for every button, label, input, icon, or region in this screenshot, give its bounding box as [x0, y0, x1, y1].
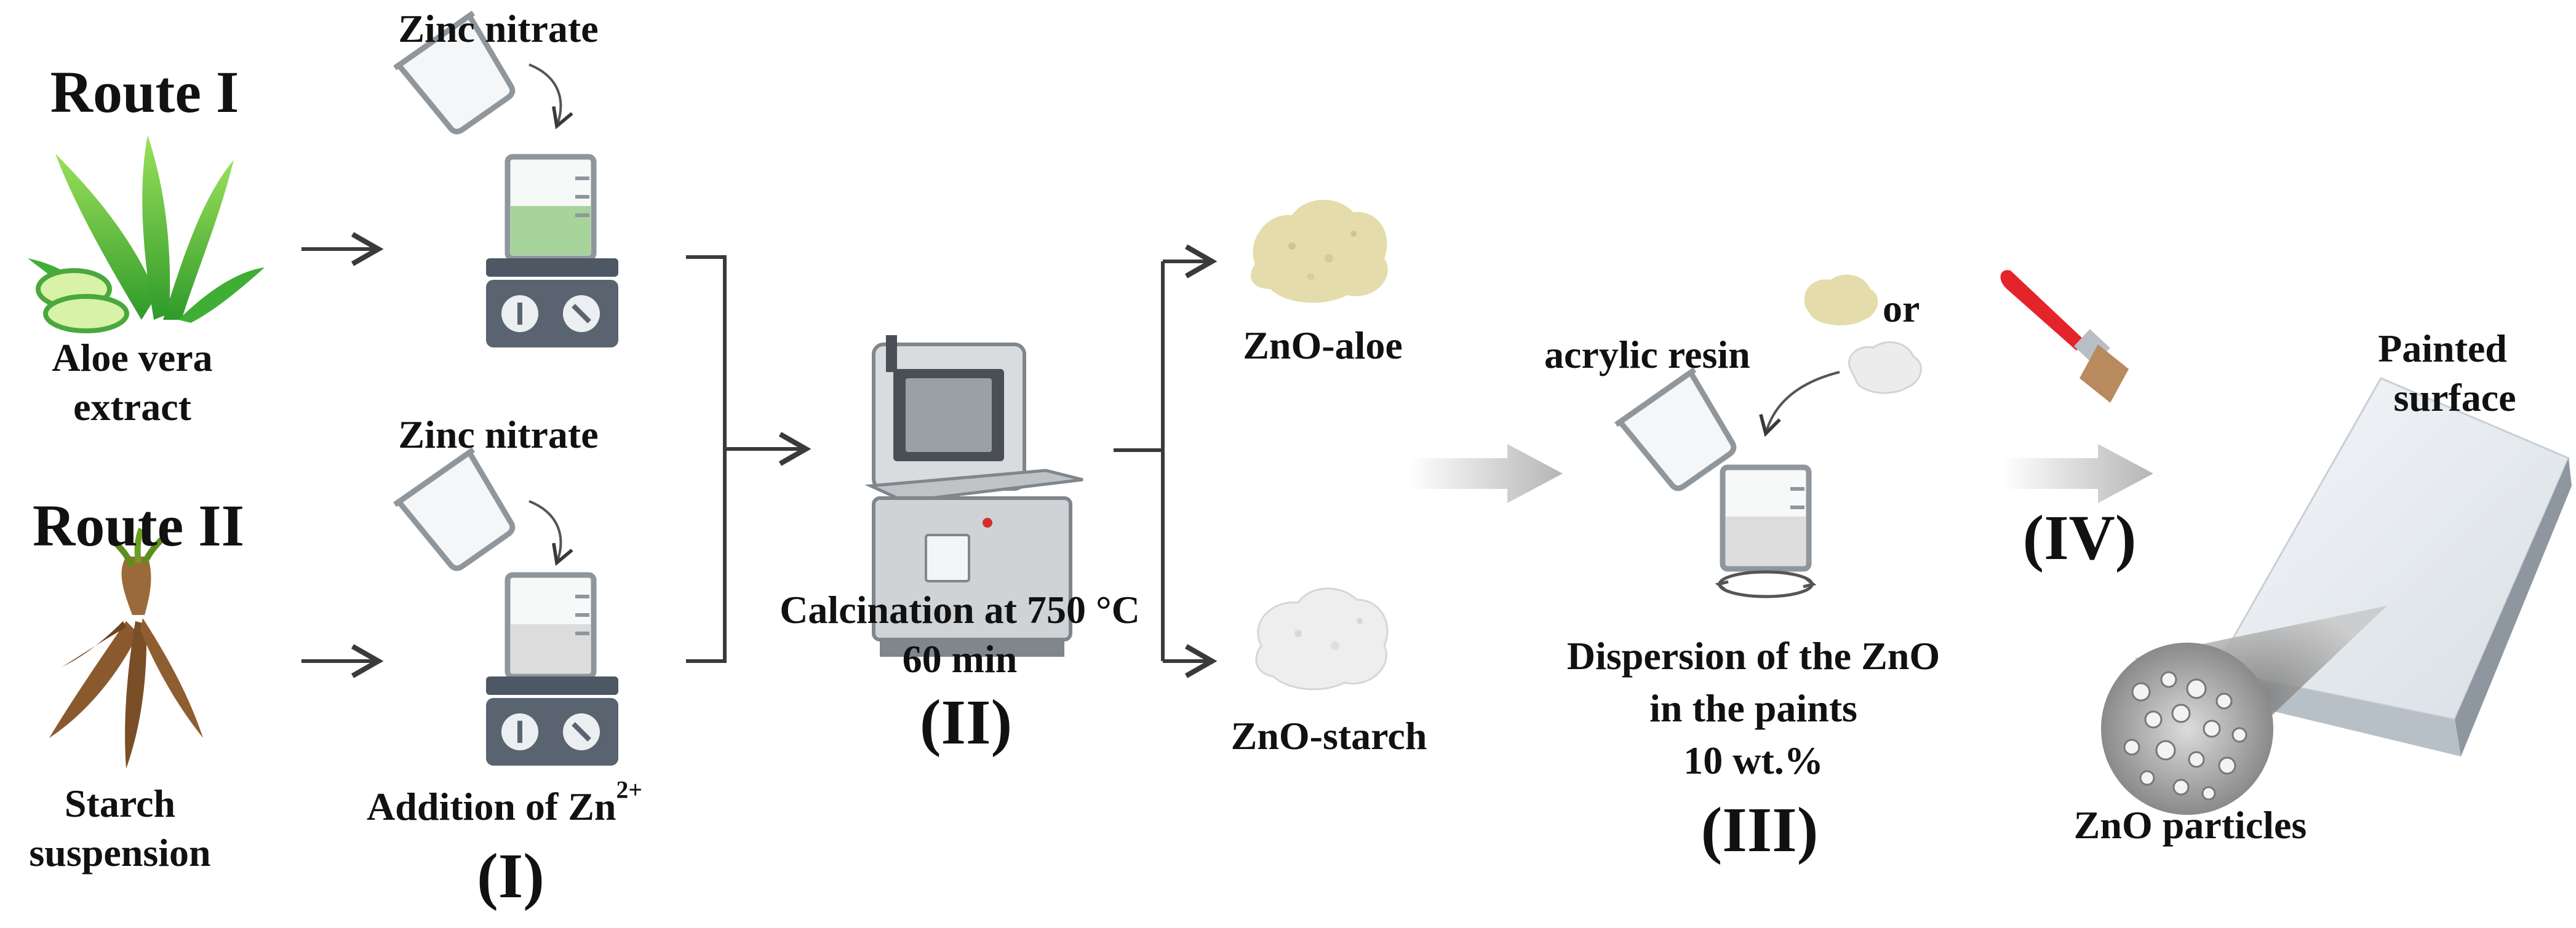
beaker-starch-icon — [504, 572, 597, 680]
route2-title: Route II — [32, 493, 244, 558]
route1-title: Route I — [50, 59, 239, 125]
small-aloe-powder-icon — [1804, 274, 1878, 326]
or-label: or — [1883, 287, 1920, 330]
beaker-aloe-icon — [504, 154, 597, 261]
zno-starch-powder-icon — [1255, 587, 1389, 691]
reagent-top-label: Zinc nitrate — [398, 7, 599, 50]
merge-bracket — [686, 255, 727, 663]
route2-source-line2: suspension — [29, 831, 211, 874]
surface-label-line2: surface — [2393, 376, 2516, 419]
paint-brush-icon — [2000, 270, 2129, 403]
step3-numeral: (III) — [1701, 795, 1819, 865]
step1-caption-main: Addition of Zn — [367, 785, 616, 828]
step2-numeral: (II) — [919, 687, 1013, 758]
stirring-icon — [1715, 570, 1817, 598]
product-bottom-label: ZnO-starch — [1230, 714, 1427, 758]
route1-source-line2: extract — [73, 385, 191, 429]
pour-arrow-top — [528, 63, 573, 130]
product-top-label: ZnO-aloe — [1243, 323, 1403, 367]
cassava-root-icon — [49, 528, 203, 769]
step2-caption-line1: Calcination at 750 °C — [780, 588, 1140, 632]
zno-particles-zoom-icon — [2101, 643, 2273, 815]
aloe-vera-icon — [28, 135, 265, 333]
dispersion-beaker-icon — [1720, 464, 1812, 572]
step3-caption-line1: Dispersion of the ZnO — [1566, 634, 1940, 678]
step2-caption-line2: 60 min — [902, 637, 1018, 681]
powder-pour-arrow — [1759, 371, 1840, 437]
resin-label: acrylic resin — [1544, 333, 1750, 376]
furnace-icon — [864, 335, 1083, 657]
resin-beaker-icon — [1614, 367, 1737, 491]
step4-numeral: (IV) — [2022, 502, 2137, 573]
step1-caption-sup: 2+ — [616, 776, 642, 804]
fade-arrow-4 — [2003, 444, 2153, 503]
surface-label-line1: Painted — [2378, 327, 2507, 370]
hot-plate-stirrer-top-icon — [486, 258, 618, 347]
step1-numeral: (I) — [477, 841, 544, 911]
route2-source-line1: Starch — [64, 782, 176, 825]
step3-caption-line3: 10 wt.% — [1683, 739, 1824, 782]
pour-arrow-bottom — [528, 500, 573, 566]
step3-caption-line2: in the paints — [1649, 686, 1857, 730]
pouring-beaker-bottom-icon — [393, 447, 516, 571]
particles-label: ZnO particles — [2073, 803, 2307, 847]
reagent-bottom-label: Zinc nitrate — [398, 413, 599, 456]
fade-arrow-3 — [1409, 444, 1563, 503]
zno-aloe-powder-icon — [1251, 199, 1388, 303]
step1-caption: Addition of Zn2+ — [357, 777, 652, 830]
route1-source-line1: Aloe vera — [52, 336, 213, 379]
small-starch-powder-icon — [1848, 341, 1922, 394]
pouring-beaker-top-icon — [393, 10, 516, 135]
hot-plate-stirrer-bottom-icon — [486, 676, 618, 766]
